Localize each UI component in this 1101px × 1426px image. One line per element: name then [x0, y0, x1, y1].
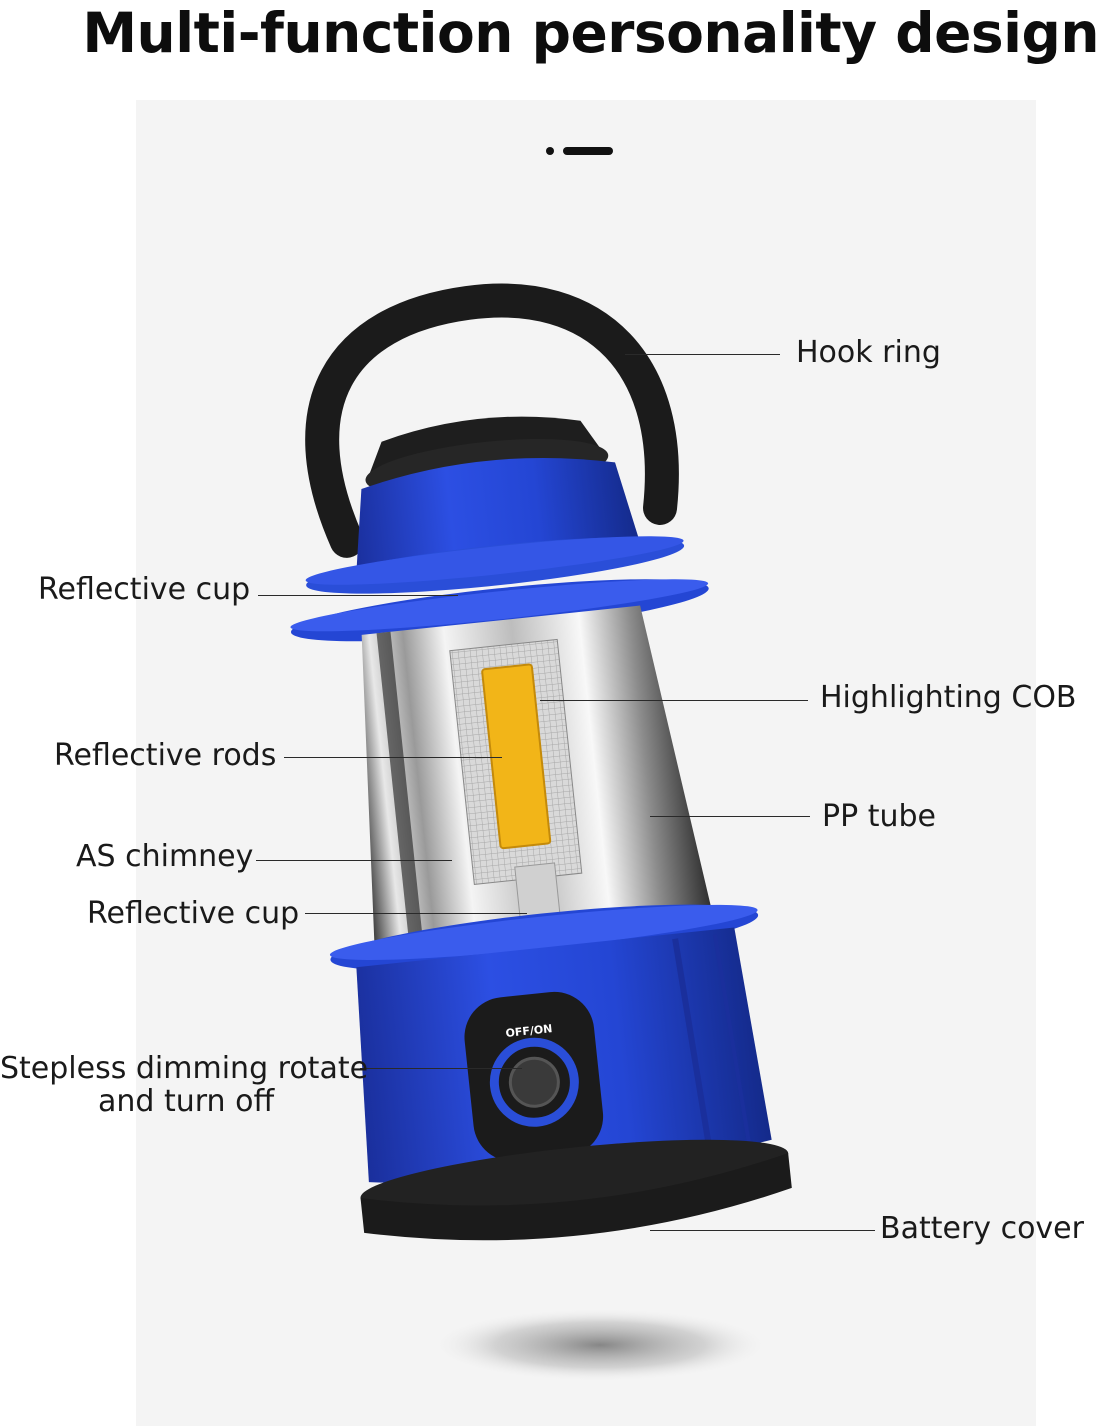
- hook-ring-line: [625, 354, 780, 355]
- dot-mark: [546, 147, 554, 155]
- pp-tube-line: [650, 816, 810, 817]
- dash-mark: [563, 147, 613, 155]
- reflective-cup-bottom-line: [305, 913, 527, 914]
- reflective-cup-top-line: [258, 595, 458, 596]
- cob-led: [481, 663, 552, 850]
- label-reflective-cup-top: Reflective cup: [38, 572, 251, 607]
- label-reflective-cup-bottom: Reflective cup: [87, 896, 300, 931]
- label-reflective-rods: Reflective rods: [54, 738, 277, 773]
- highlighting-cob-line: [540, 700, 808, 701]
- label-as-chimney: AS chimney: [76, 839, 254, 874]
- battery-cover: [360, 1139, 789, 1212]
- label-highlighting-cob: Highlighting COB: [820, 680, 1077, 715]
- page-title: Multi-function personality design: [82, 1, 1099, 65]
- label-pp-tube: PP tube: [822, 799, 936, 834]
- battery-cover-line: [650, 1230, 875, 1231]
- dimmer-knob: [508, 1056, 560, 1108]
- dimming-line: [360, 1068, 522, 1069]
- label-dimming-line1: Stepless dimming rotate: [0, 1051, 369, 1086]
- hook-ring: [305, 283, 679, 558]
- label-dimming-line2: and turn off: [98, 1084, 275, 1119]
- label-hook-ring: Hook ring: [796, 335, 941, 370]
- as-chimney-line: [256, 860, 452, 861]
- switch-label: OFF/ON: [505, 1022, 553, 1040]
- floor-shadow: [425, 1307, 775, 1383]
- reflective-rods-line: [284, 757, 502, 758]
- dimmer-ring: [489, 1037, 579, 1127]
- label-battery-cover: Battery cover: [880, 1211, 1084, 1246]
